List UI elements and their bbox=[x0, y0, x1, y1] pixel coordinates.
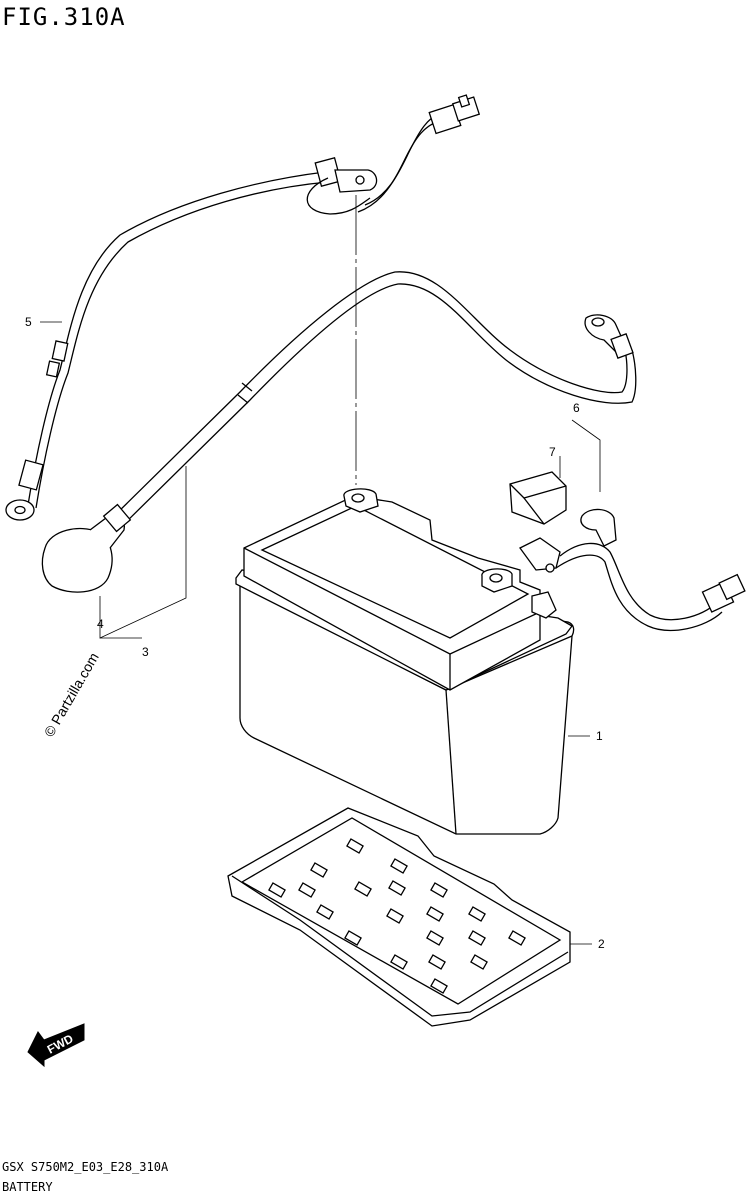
part-6-relay-harness[interactable] bbox=[519, 508, 746, 632]
leader-lines bbox=[40, 321, 601, 945]
figure-code: GSX S750M2_E03_E28_310A bbox=[2, 1160, 169, 1174]
part-1-battery[interactable] bbox=[235, 488, 575, 835]
callout-6: 6 bbox=[573, 401, 580, 415]
fwd-arrow: FWD bbox=[27, 1023, 85, 1068]
part-7-relay[interactable] bbox=[509, 471, 567, 525]
callout-3: 3 bbox=[142, 645, 149, 659]
part-5-negative-cable[interactable] bbox=[5, 157, 378, 521]
callout-7: 7 bbox=[549, 445, 556, 459]
callout-2: 2 bbox=[598, 937, 605, 951]
figure-title: FIG.310A bbox=[2, 3, 126, 31]
tray-slots bbox=[268, 838, 526, 994]
figure-name: BATTERY bbox=[2, 1180, 53, 1194]
callout-4: 4 bbox=[97, 617, 104, 631]
part-4-terminal-cover[interactable] bbox=[41, 503, 132, 593]
sub-harness-connector[interactable] bbox=[357, 94, 481, 213]
part-2-battery-tray[interactable] bbox=[227, 807, 571, 1027]
watermark: © Partzilla.com bbox=[41, 650, 102, 740]
callout-5: 5 bbox=[25, 315, 32, 329]
callout-1: 1 bbox=[596, 729, 603, 743]
part-3-positive-cable[interactable] bbox=[109, 271, 637, 529]
